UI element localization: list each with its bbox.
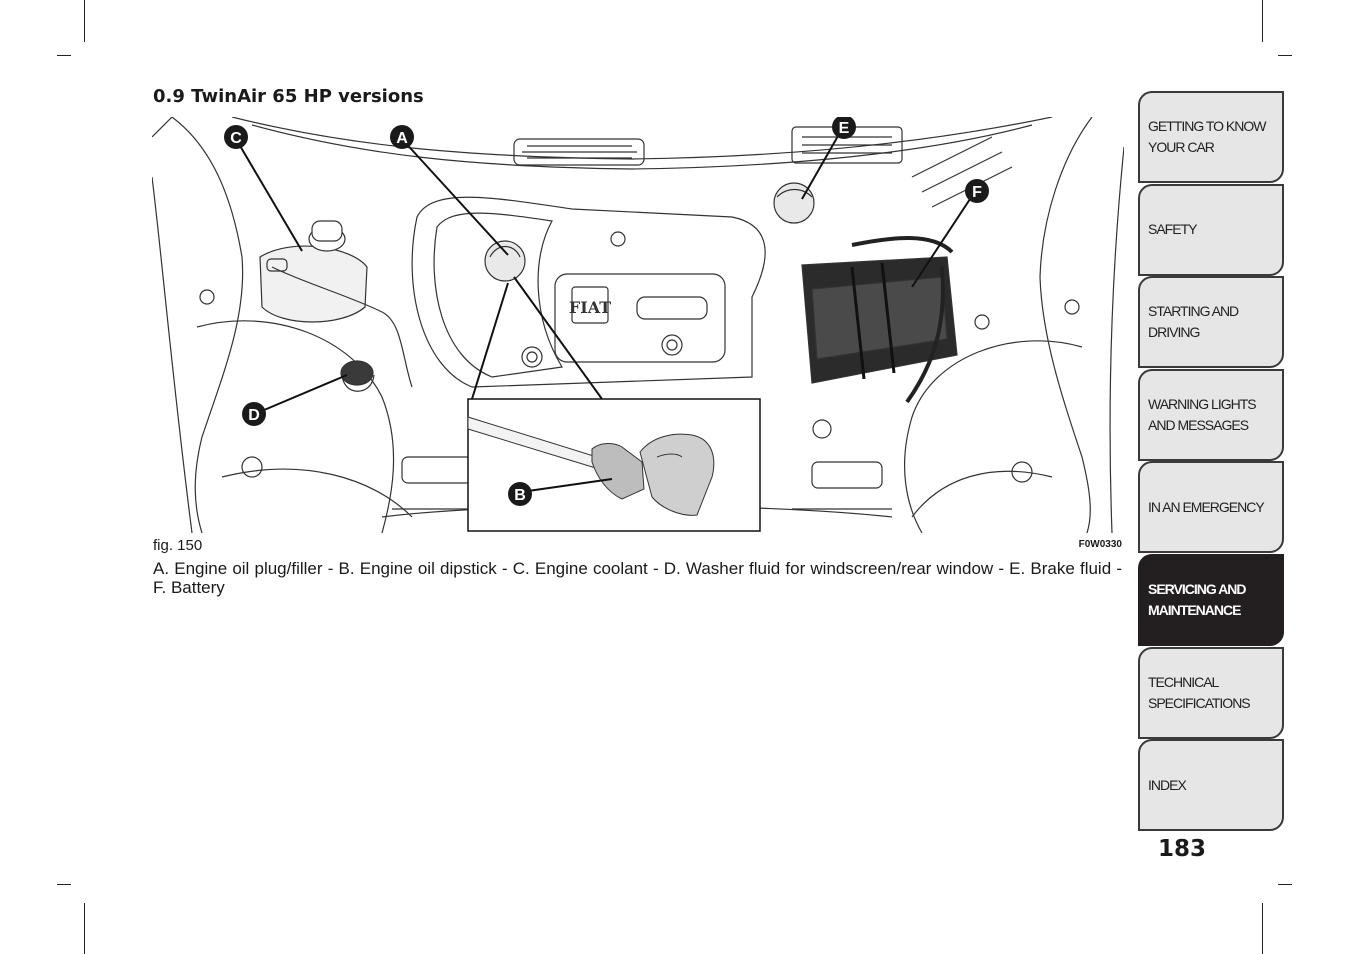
svg-text:E: E	[839, 120, 850, 137]
callout-D: D	[242, 402, 266, 426]
figure-label: fig. 150	[153, 537, 203, 554]
crop-mark	[84, 903, 85, 954]
svg-text:C: C	[230, 130, 242, 147]
callout-F: F	[965, 179, 989, 203]
callout-E: E	[832, 117, 856, 139]
figure-caption: A. Engine oil plug/filler - B. Engine oi…	[153, 559, 1122, 597]
crop-mark	[57, 884, 71, 885]
svg-text:D: D	[248, 407, 260, 424]
tab-index[interactable]: INDEX	[1138, 739, 1284, 832]
crop-mark	[84, 0, 85, 42]
crop-mark	[1278, 884, 1292, 885]
tab-technical-specifications[interactable]: TECHNICAL SPECIFICATIONS	[1138, 646, 1284, 739]
tab-servicing-and-maintenance[interactable]: SERVICING AND MAINTENANCE	[1138, 553, 1284, 646]
svg-text:B: B	[514, 487, 526, 504]
section-title: 0.9 TwinAir 65 HP versions	[153, 86, 424, 107]
tab-in-an-emergency[interactable]: IN AN EMERGENCY	[1138, 461, 1284, 554]
crop-mark	[57, 55, 71, 56]
callout-A: A	[390, 125, 414, 149]
crop-mark	[1278, 55, 1292, 56]
dipstick-inset	[467, 398, 761, 532]
tab-starting-and-driving[interactable]: STARTING AND DRIVING	[1138, 276, 1284, 369]
tab-warning-lights[interactable]: WARNING LIGHTS AND MESSAGES	[1138, 368, 1284, 461]
figure-code: F0W0330	[1078, 539, 1122, 550]
engine-bay-figure: FIAT C A E F D B	[152, 117, 1124, 533]
svg-text:F: F	[972, 184, 982, 201]
crop-mark	[1262, 903, 1263, 954]
engine-bay-illustration: FIAT C A E F D B	[152, 117, 1124, 533]
page-number: 183	[1158, 836, 1207, 862]
tab-getting-to-know-your-car[interactable]: GETTING TO KNOW YOUR CAR	[1138, 91, 1284, 183]
fiat-logo: FIAT	[569, 298, 611, 317]
callout-C: C	[224, 125, 248, 149]
chapter-tabs: GETTING TO KNOW YOUR CAR SAFETY STARTING…	[1138, 91, 1285, 832]
callout-B: B	[508, 482, 532, 506]
tab-safety[interactable]: SAFETY	[1138, 183, 1284, 276]
svg-text:A: A	[396, 130, 408, 147]
crop-mark	[1262, 0, 1263, 42]
